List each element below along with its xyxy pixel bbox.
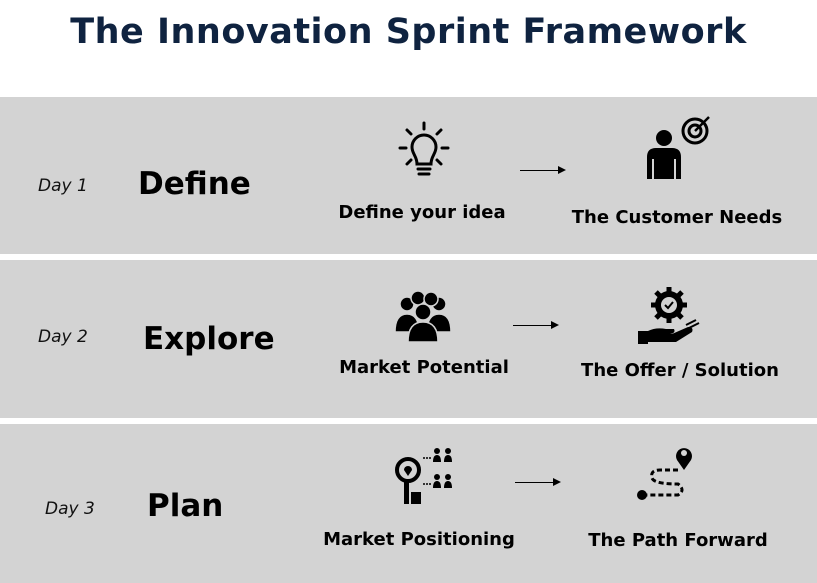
phase-title: Plan [147,488,224,524]
magnifier-location-people-icon [395,448,452,504]
page-title: The Innovation Sprint Framework [70,12,747,52]
phase-title: Explore [143,321,275,357]
arrow-icon [513,321,559,329]
to-label: The Customer Needs [571,207,783,228]
day-label: Day 3 [45,499,95,519]
day-label: Day 2 [38,327,88,347]
from-label: Define your idea [338,202,506,223]
arrow-icon [520,166,566,174]
phase-title: Define [138,166,251,202]
to-label: The Offer / Solution [581,360,779,381]
from-label: Market Positioning [323,529,515,550]
path-pin-icon [637,448,692,500]
day-label: Day 1 [38,176,88,196]
arrow-icon [515,478,561,486]
hand-gear-icon [638,287,700,344]
to-label: The Path Forward [588,530,768,551]
from-label: Market Potential [339,357,509,378]
group-people-icon [394,290,452,343]
lightbulb-icon [398,121,450,176]
person-target-icon [647,116,710,179]
